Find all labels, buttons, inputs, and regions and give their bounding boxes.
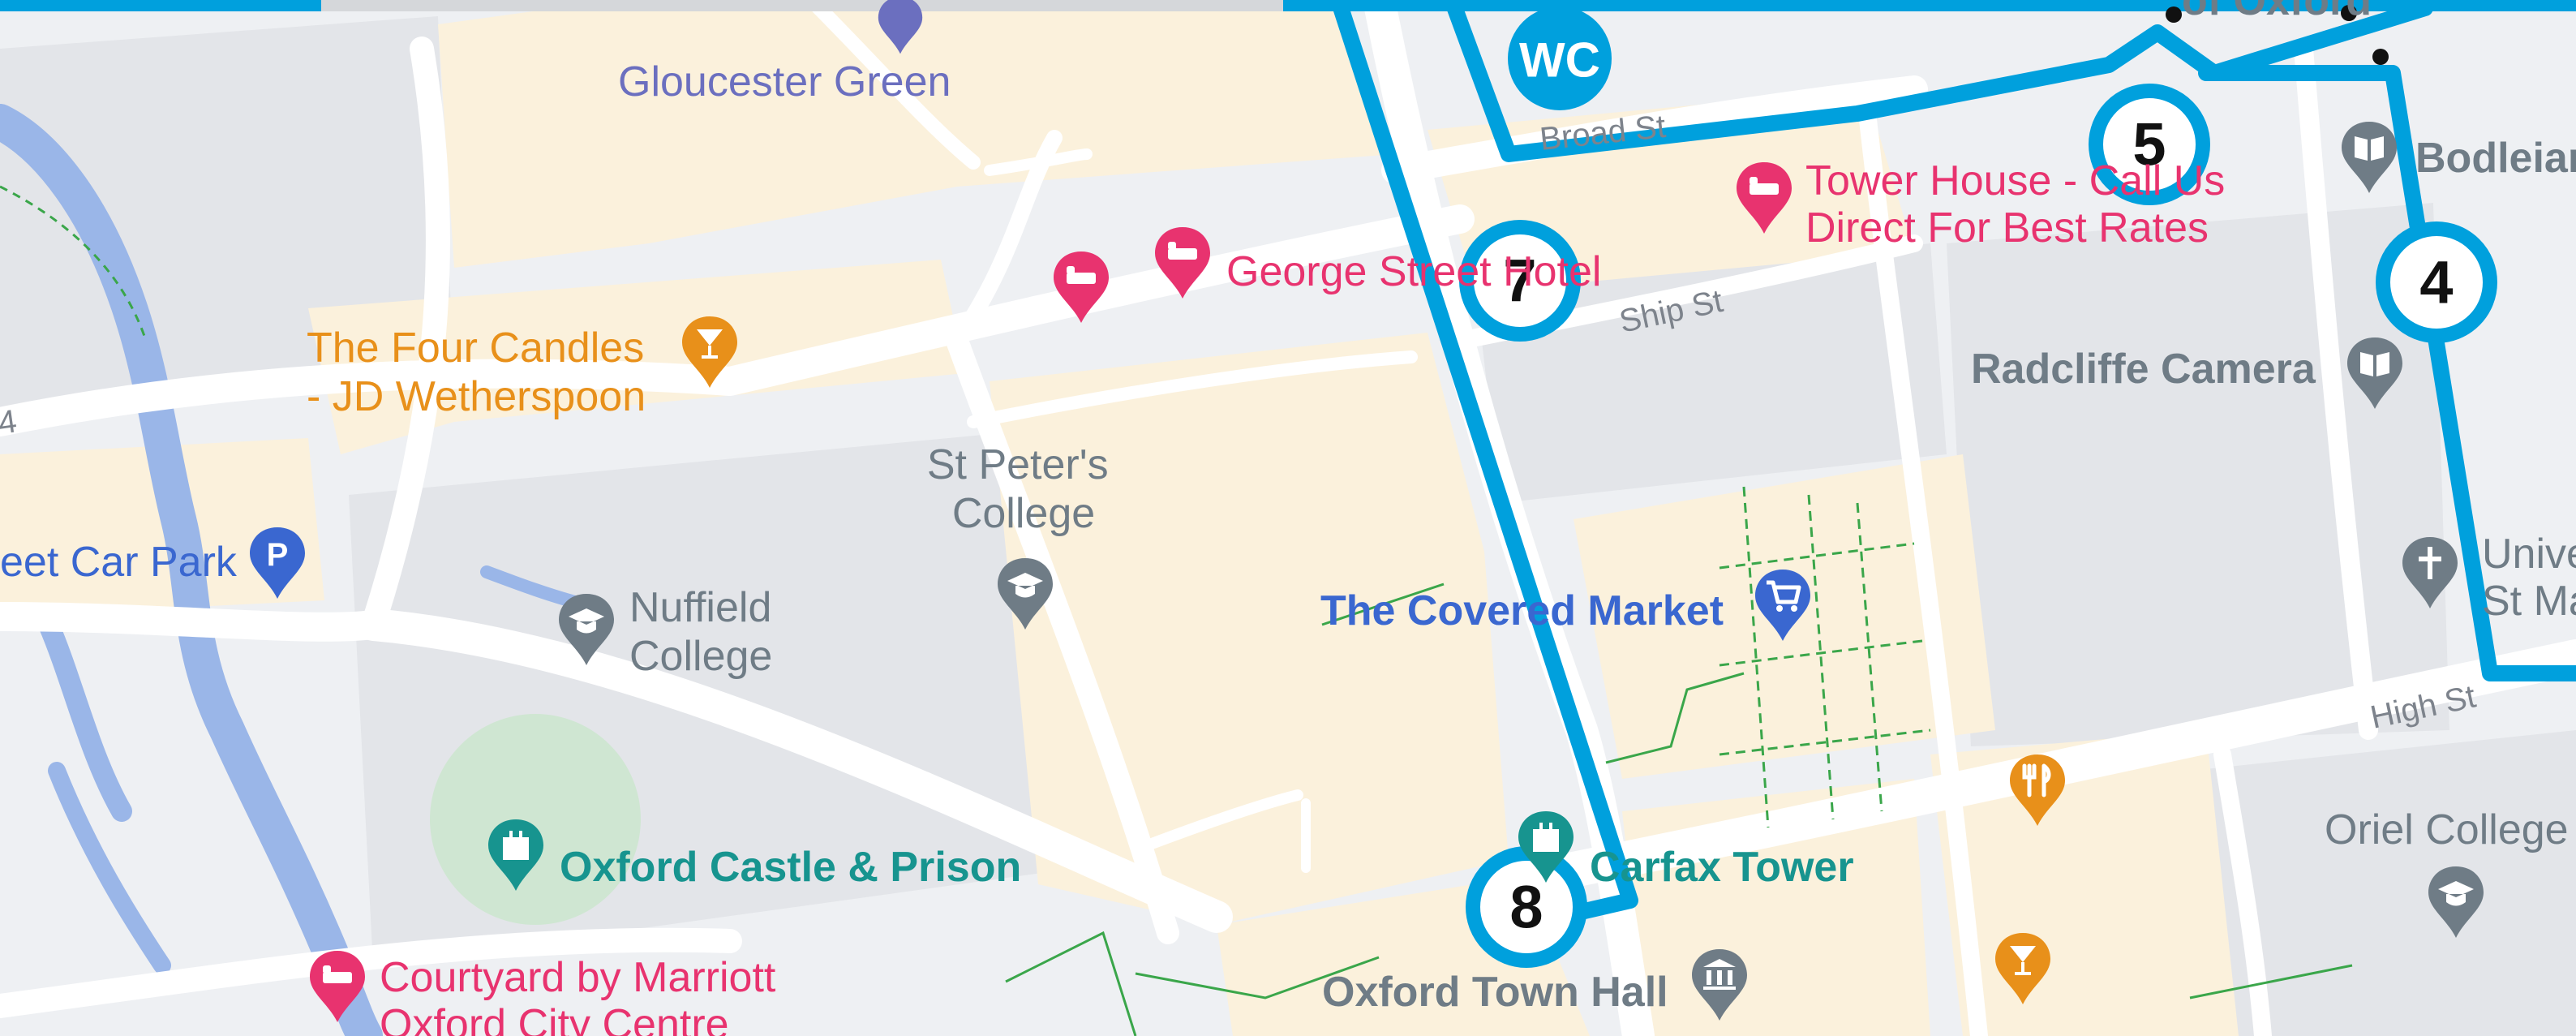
label-st-peters-line-1: St Peter's	[927, 441, 1109, 488]
label-nuffield-line-2: College	[629, 633, 772, 680]
label-carfax-tower: Carfax Tower	[1590, 844, 1854, 891]
label-courtyard-marriott: Courtyard by Marriott Oxford City Centre	[380, 954, 788, 1036]
label-oxford-castle: Oxford Castle & Prison	[560, 844, 1021, 891]
book-icon[interactable]	[2342, 122, 2397, 193]
castle-park	[430, 714, 641, 925]
label-gloucester-green: Gloucester Green	[618, 58, 951, 105]
graduation-cap-icon[interactable]	[2428, 866, 2484, 938]
tower-icon[interactable]	[488, 819, 543, 891]
fork-knife-icon[interactable]	[2010, 754, 2065, 826]
road-bank	[967, 350, 1418, 428]
label-university-church-line-1: Unive	[2482, 531, 2576, 578]
road-oriel	[2213, 746, 2272, 1036]
route-stop-number: 5	[2132, 111, 2166, 178]
label-tower-house-line-1: Tower House - Call Us	[1805, 157, 2225, 204]
route-stop-5[interactable]: 5	[2089, 84, 2210, 205]
route-waypoint	[2341, 5, 2357, 21]
label-nuffield-line-1: Nuffield	[629, 584, 771, 631]
bed-icon[interactable]	[1155, 227, 1210, 299]
label-museum-of-oxford: of Oxford	[2182, 0, 2372, 24]
road-broad-street	[1381, 75, 1928, 184]
label-university-church-line-2: St Ma	[2482, 578, 2576, 625]
route-stop-8[interactable]: 8	[1466, 846, 1587, 968]
label-oxford-town-hall: Oxford Town Hall	[1322, 969, 1668, 1016]
road-small-a	[1146, 789, 1303, 849]
top-bar-left	[0, 0, 321, 11]
road-nw	[804, 0, 981, 170]
road-turl-street	[1857, 88, 1988, 1036]
label-oriel-college: Oriel College	[2325, 806, 2569, 853]
cocktail-icon[interactable]	[682, 316, 737, 388]
bed-icon[interactable]	[1737, 162, 1792, 234]
wc-marker[interactable]: WC	[1508, 6, 1612, 110]
label-car-park: eet Car Park	[0, 539, 238, 586]
label-four-candles-line-2: - JD Wetherspoon	[307, 373, 646, 420]
route-stop-7[interactable]: 7	[1459, 220, 1581, 342]
road-george-street	[0, 204, 1475, 436]
road-beaumont	[984, 148, 1093, 176]
label-tower-house-line-2: Direct For Best Rates	[1805, 204, 2209, 251]
cart-icon[interactable]	[1755, 570, 1810, 641]
covered-market-paths	[1005, 486, 2353, 1036]
road-castle-south	[0, 927, 742, 1018]
route-waypoint	[2166, 6, 2182, 23]
top-bar-middle	[321, 0, 1283, 11]
label-radcliffe-camera: Radcliffe Camera	[1971, 346, 2316, 393]
label-courtyard-line-2: Oxford City Centre	[380, 1001, 729, 1036]
label-university-church: Unive St Ma	[2482, 531, 2576, 625]
label-tower-house: Tower House - Call Us Direct For Best Ra…	[1805, 157, 2237, 251]
road-west-north	[361, 37, 450, 637]
road-west	[0, 602, 388, 642]
tower-icon[interactable]	[1518, 811, 1574, 883]
svg-text:P: P	[267, 537, 289, 573]
route-stop-number: 8	[1509, 874, 1543, 941]
label-st-peters-line-2: College	[952, 490, 1095, 537]
route-waypoint	[2372, 49, 2389, 65]
cross-icon[interactable]	[2402, 537, 2458, 608]
label-bodleian: Bodleian	[2415, 135, 2576, 182]
route-stop-4[interactable]: 4	[2376, 221, 2497, 343]
road-queen-street	[357, 608, 1233, 933]
bed-icon[interactable]	[1054, 251, 1109, 323]
label-courtyard-line-1: Courtyard by Marriott	[380, 954, 776, 1001]
label-four-candles-line-1: The Four Candles	[307, 325, 644, 372]
columns-icon[interactable]	[1692, 949, 1747, 1021]
label-four-candles: The Four Candles - JD Wetherspoon	[307, 325, 656, 420]
wc-label: WC	[1519, 33, 1600, 88]
book-icon[interactable]	[2347, 337, 2402, 409]
route-stop-number: 7	[1503, 247, 1536, 315]
street-label-a4: 4	[0, 403, 19, 441]
cocktail-icon[interactable]	[1995, 933, 2050, 1004]
graduation-cap-icon[interactable]	[998, 558, 1053, 630]
label-george-street-hotel: George Street Hotel	[1226, 248, 1601, 295]
label-covered-market: The Covered Market	[1320, 587, 1724, 634]
label-nuffield-college: Nuffield College	[629, 584, 784, 680]
river-dashed-path	[0, 185, 148, 342]
parking-icon[interactable]: P	[250, 527, 305, 599]
graduation-cap-icon[interactable]	[559, 594, 614, 665]
route-stop-number: 4	[2419, 249, 2453, 316]
bed-icon[interactable]	[310, 951, 365, 1022]
label-st-peters-college: St Peter's College	[927, 441, 1120, 537]
road-radcliffe-sq	[2294, 39, 2378, 740]
top-bar-right	[1283, 0, 2576, 11]
